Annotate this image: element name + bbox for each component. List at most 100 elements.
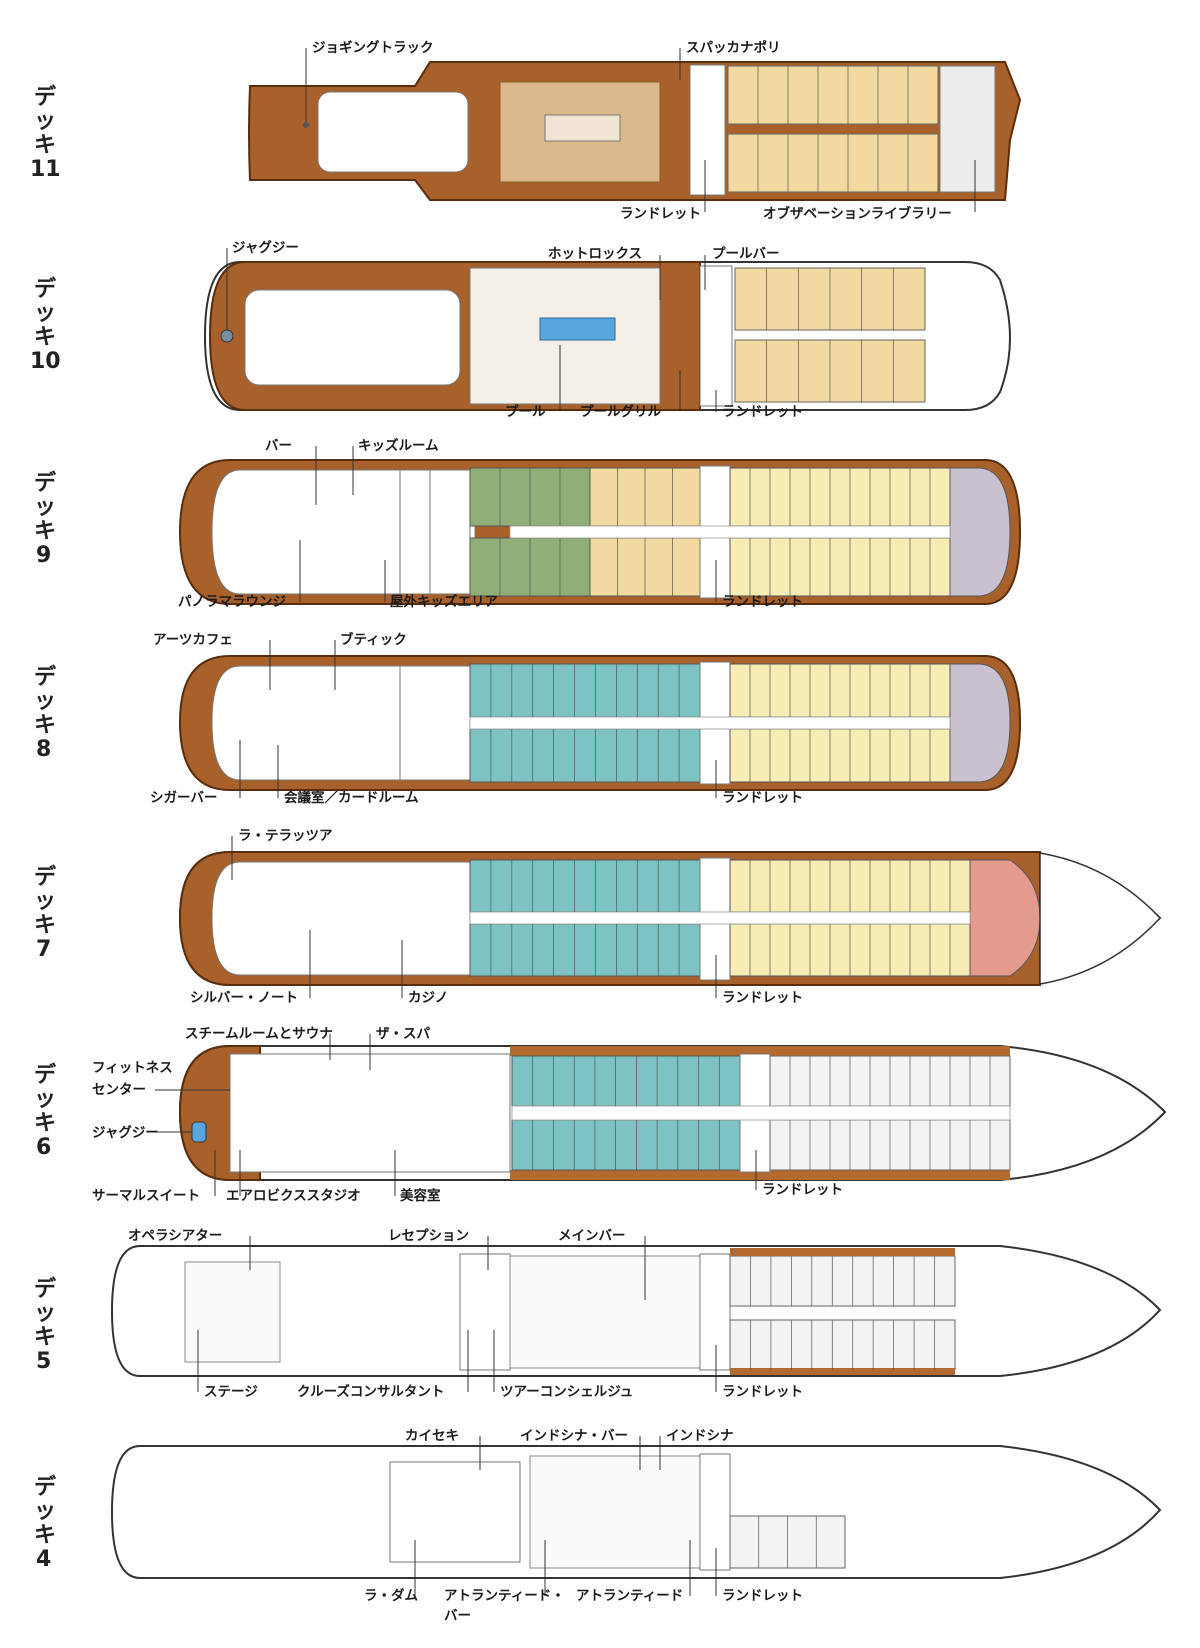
deck11-label-2: ッ [34, 109, 56, 134]
deck7-cabins-teal-top [469, 859, 701, 913]
deck6-jacuzzi [191, 1121, 207, 1143]
deck7-callout-silver-note: シルバー・ノート [190, 990, 298, 1006]
deck7-label-4: 7 [36, 937, 51, 962]
deck7-corridor [469, 911, 971, 925]
deck5-callout-opera-theatre: オペラシアター [128, 1228, 222, 1244]
deck4-callout-laundrette: ランドレット [722, 1588, 803, 1604]
deck9-callout-bar: バー [265, 438, 292, 454]
deck5-callout-laundrette: ランドレット [722, 1384, 803, 1400]
deck6-callout-laundrette: ランドレット [762, 1182, 843, 1198]
deck9-lift-core [429, 469, 471, 595]
deck7-callout-laundrette: ランドレット [722, 990, 803, 1006]
deck5-plan: オペラシアター レセプション メインバー ステージ クルーズコンサルタント ツア… [110, 1228, 1162, 1400]
deck7-label-3: キ [34, 913, 56, 938]
deck7-cabins-teal-bottom [469, 923, 701, 977]
deck6-cabins-teal-top [511, 1055, 741, 1107]
deck8-label-4: 8 [36, 737, 51, 762]
deck10-callout-hot-rocks: ホットロックス [548, 246, 642, 262]
deck5-label-3: キ [34, 1325, 56, 1350]
deck10-cabin-dividers-bottom [766, 340, 894, 402]
deck5-label-2: ッ [34, 1301, 56, 1326]
deck4-plan: カイセキ インドシナ・バー インドシナ ラ・ダム アトランティード・ バー アト… [110, 1428, 1162, 1624]
deck7-callout-casino: カジノ [408, 990, 448, 1006]
deck5-cabins-top [729, 1255, 956, 1307]
deck4-label-1: デ [34, 1474, 57, 1500]
deck8-callout-laundrette: ランドレット [722, 790, 803, 806]
deck10-pool [539, 317, 616, 341]
deck5-wood-bottom [730, 1368, 955, 1375]
deck7-callout-la-terrazza: ラ・テラッツア [238, 828, 333, 844]
deck8-label-2: ッ [34, 689, 56, 714]
deck6-cabins-teal-bottom [511, 1119, 741, 1171]
deck7-bow [1039, 852, 1162, 985]
deck4-label-4: 4 [36, 1547, 51, 1572]
deck5-cabin-dividers-bottom [750, 1320, 935, 1370]
deck6-callout-aerobics-studio: エアロビクススタジオ [226, 1188, 361, 1204]
deck5-main-bar [509, 1255, 701, 1369]
deck6-corridor [511, 1105, 1011, 1121]
deck11-label-1: デ [34, 84, 57, 110]
deck6-wood-bottom [510, 1170, 1010, 1180]
deck6-callout-fitness-1: フィットネス [92, 1060, 173, 1076]
deck9-label-4: 9 [36, 543, 51, 568]
deck7-label-2: ッ [34, 889, 56, 914]
deck9-corridor [509, 525, 951, 539]
deck7-cabin-dividers-yellow-top [749, 860, 951, 912]
deck9-cabin-dividers-yellow-top [749, 468, 931, 526]
deck6-cabin-dividers-white-top [789, 1056, 991, 1106]
deck8-callout-cigar-bar: シガーバー [150, 790, 217, 806]
deck8-callout-arts-cafe: アーツカフェ [153, 632, 233, 648]
deck5-callout-main-bar: メインバー [558, 1228, 626, 1244]
deck8-label-1: デ [34, 664, 57, 690]
deck6-cabin-dividers-teal-bottom [532, 1120, 720, 1170]
deck-labels: デ ッ キ 11 デ ッ キ 10 デ ッ キ 9 デ ッ キ 8 デ ッ キ … [30, 84, 61, 1572]
deck11-callout-observation-library: オブザベーションライブラリー [763, 205, 952, 222]
deck10-jacuzzi-icon [220, 329, 234, 343]
deck6-spa [229, 1053, 511, 1173]
deck6-label-4: 6 [36, 1135, 51, 1160]
deck9-label-1: デ [34, 470, 57, 496]
deck9-cabin-dividers-tan-bottom [617, 538, 673, 596]
deck6-label-1: デ [34, 1062, 57, 1088]
deck6-callout-beauty-salon: 美容室 [400, 1187, 441, 1204]
deck7-label-1: デ [34, 864, 57, 890]
deck6-wood-top [510, 1046, 1010, 1056]
deck8-cabin-dividers-teal-top [490, 664, 680, 717]
deck5-callout-tour-concierge: ツアーコンシェルジュ [500, 1384, 633, 1400]
deck11-callout-spaccanapoli: スパッカナポリ [686, 39, 781, 56]
deck8-label-3: キ [34, 713, 56, 738]
deck9-forward-suites [949, 467, 1011, 597]
deck8-plan: アーツカフェ ブティック シガーバー 会議室／カードルーム ランドレット [150, 631, 1022, 806]
deck5-cabin-dividers-top [750, 1256, 935, 1306]
deck10-callout-jacuzzi: ジャグジー [232, 239, 299, 256]
deck4-label-2: ッ [34, 1499, 56, 1524]
deck7-cabin-dividers-teal-top [490, 860, 680, 912]
deck11-cabins-top [727, 65, 939, 125]
deck10-label-3: キ [34, 325, 56, 350]
deck9-cabin-dividers-green-top [499, 468, 561, 526]
deck10-label-1: デ [34, 276, 57, 302]
deck9-label-3: キ [34, 519, 56, 544]
deck9-cabin-dividers-yellow-bottom [749, 538, 931, 596]
deck9-callout-laundrette: ランドレット [722, 594, 803, 610]
deck9-cabins-yellow-top [729, 467, 951, 527]
deck5-wood-top [730, 1248, 955, 1256]
deck11-callout-laundrette: ランドレット [620, 206, 701, 222]
deck9-cabin-dividers-green-bottom [499, 538, 561, 596]
deck6-callout-the-spa: ザ・スパ [376, 1026, 430, 1042]
deck9-cabin-dividers-tan-top [617, 468, 673, 526]
deck8-cabin-dividers-yellow-top [749, 664, 931, 717]
deck4-indochine [529, 1455, 701, 1569]
deck4-lift-core-aft [699, 1453, 731, 1571]
deck11-lift-core [689, 64, 726, 196]
deck5-label-4: 5 [36, 1349, 51, 1374]
deck8-corridor [469, 716, 951, 730]
deck9-panorama-lounge [211, 469, 401, 595]
deck8-cabin-dividers-yellow-bottom [749, 729, 931, 782]
deck7-cabin-dividers-yellow-bottom [749, 924, 951, 976]
deck8-cabin-dividers-teal-bottom [490, 729, 680, 782]
deck5-callout-reception: レセプション [388, 1228, 469, 1244]
deck6-label-3: キ [34, 1111, 56, 1136]
deck4-cabin-dividers [758, 1516, 817, 1568]
